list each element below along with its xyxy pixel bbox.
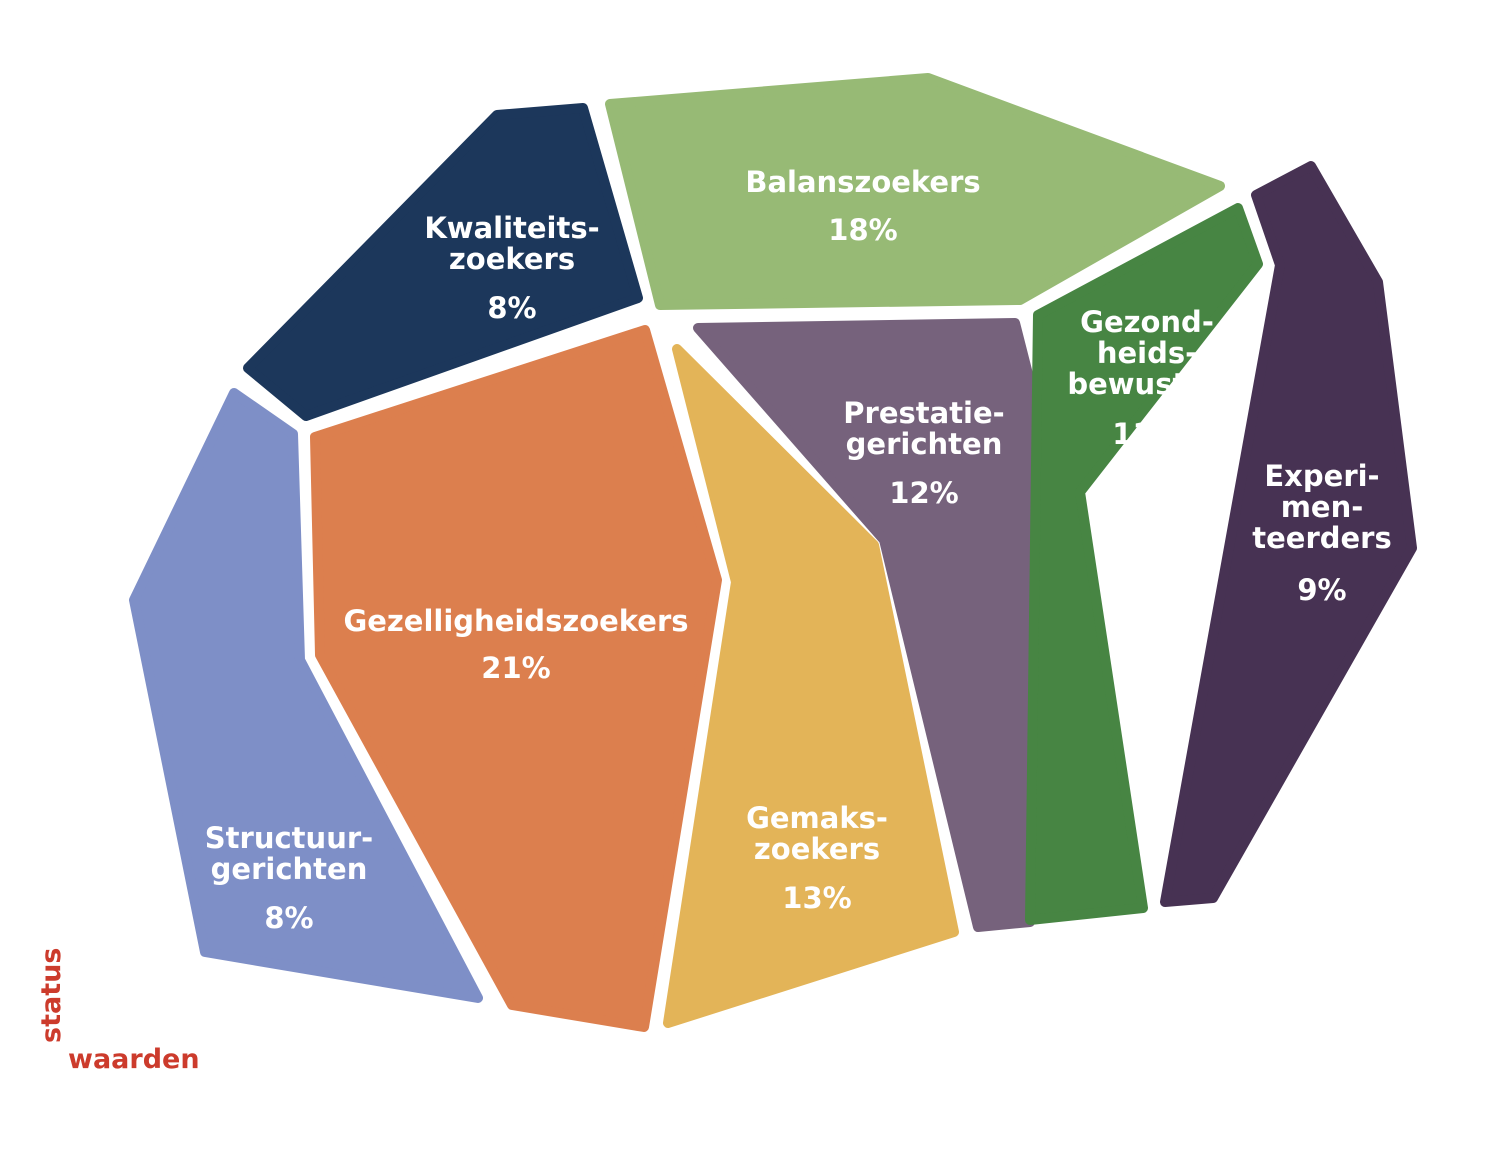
segment-percent-gemakszoekers: 13%: [782, 881, 851, 915]
segment-label-structuurgerichten: gerichten: [211, 852, 368, 886]
segment-experimenteerders: Experi-men-teerders 9%: [1160, 161, 1417, 907]
segment-percent-kwaliteitszoekers: 8%: [487, 291, 536, 325]
segment-gemakszoekers: Gemaks-zoekers 13%: [663, 344, 959, 1028]
y-axis-label: status: [36, 947, 67, 1043]
segment-label-experimenteerders: men-: [1281, 490, 1364, 524]
segment-label-prestatiegerichten: gerichten: [846, 427, 1003, 461]
x-axis-label: waarden: [68, 1044, 200, 1075]
segment-label-structuurgerichten: Structuur-: [205, 821, 373, 855]
segment-percent-experimenteerders: 9%: [1297, 573, 1346, 607]
segment-label-gemakszoekers: Gemaks-: [746, 801, 888, 835]
segment-label-gezelligheidszoekers: Gezelligheidszoekers: [343, 604, 688, 638]
segment-structuurgerichten: Structuur-gerichten 8%: [129, 388, 483, 1003]
segment-gezelligheidszoekers: Gezelligheidszoekers 21%: [310, 325, 722, 1032]
segment-label-gemakszoekers: zoekers: [754, 832, 880, 866]
segment-label-kwaliteitszoekers: zoekers: [449, 242, 575, 276]
segment-shape-gemakszoekers: [663, 344, 959, 1028]
segment-gezondheidsbewusten: Gezond-heids-bewusten 11%: [1025, 203, 1263, 925]
segment-label-gezondheidsbewusten: Gezond-: [1080, 305, 1214, 339]
segment-label-experimenteerders: Experi-: [1264, 459, 1379, 493]
segment-shape-experimenteerders: [1160, 161, 1417, 907]
segment-label-gezondheidsbewusten: heids-: [1097, 336, 1197, 370]
segment-shape-kwaliteitszoekers: [243, 103, 643, 421]
segment-percent-balanszoekers: 18%: [828, 213, 897, 247]
segment-label-prestatiegerichten: Prestatie-: [843, 396, 1004, 430]
segment-kwaliteitszoekers: Kwaliteits-zoekers 8%: [243, 103, 643, 421]
segment-shape-gezondheidsbewusten: [1025, 203, 1263, 925]
segment-percent-structuurgerichten: 8%: [264, 901, 313, 935]
segment-balanszoekers: Balanszoekers 18%: [605, 73, 1225, 310]
segment-shape-structuurgerichten: [129, 388, 483, 1003]
segment-percent-prestatiegerichten: 12%: [889, 476, 958, 510]
segment-label-experimenteerders: teerders: [1252, 521, 1392, 555]
segment-shape-balanszoekers: [605, 73, 1225, 310]
segment-shape-gezelligheidszoekers: [310, 325, 722, 1032]
segment-label-balanszoekers: Balanszoekers: [745, 165, 980, 199]
segment-percent-gezelligheidszoekers: 21%: [481, 651, 550, 685]
segment-percent-gezondheidsbewusten: 11%: [1112, 417, 1181, 451]
segment-label-gezondheidsbewusten: bewusten: [1067, 367, 1226, 401]
segment-label-kwaliteitszoekers: Kwaliteits-: [424, 211, 599, 245]
